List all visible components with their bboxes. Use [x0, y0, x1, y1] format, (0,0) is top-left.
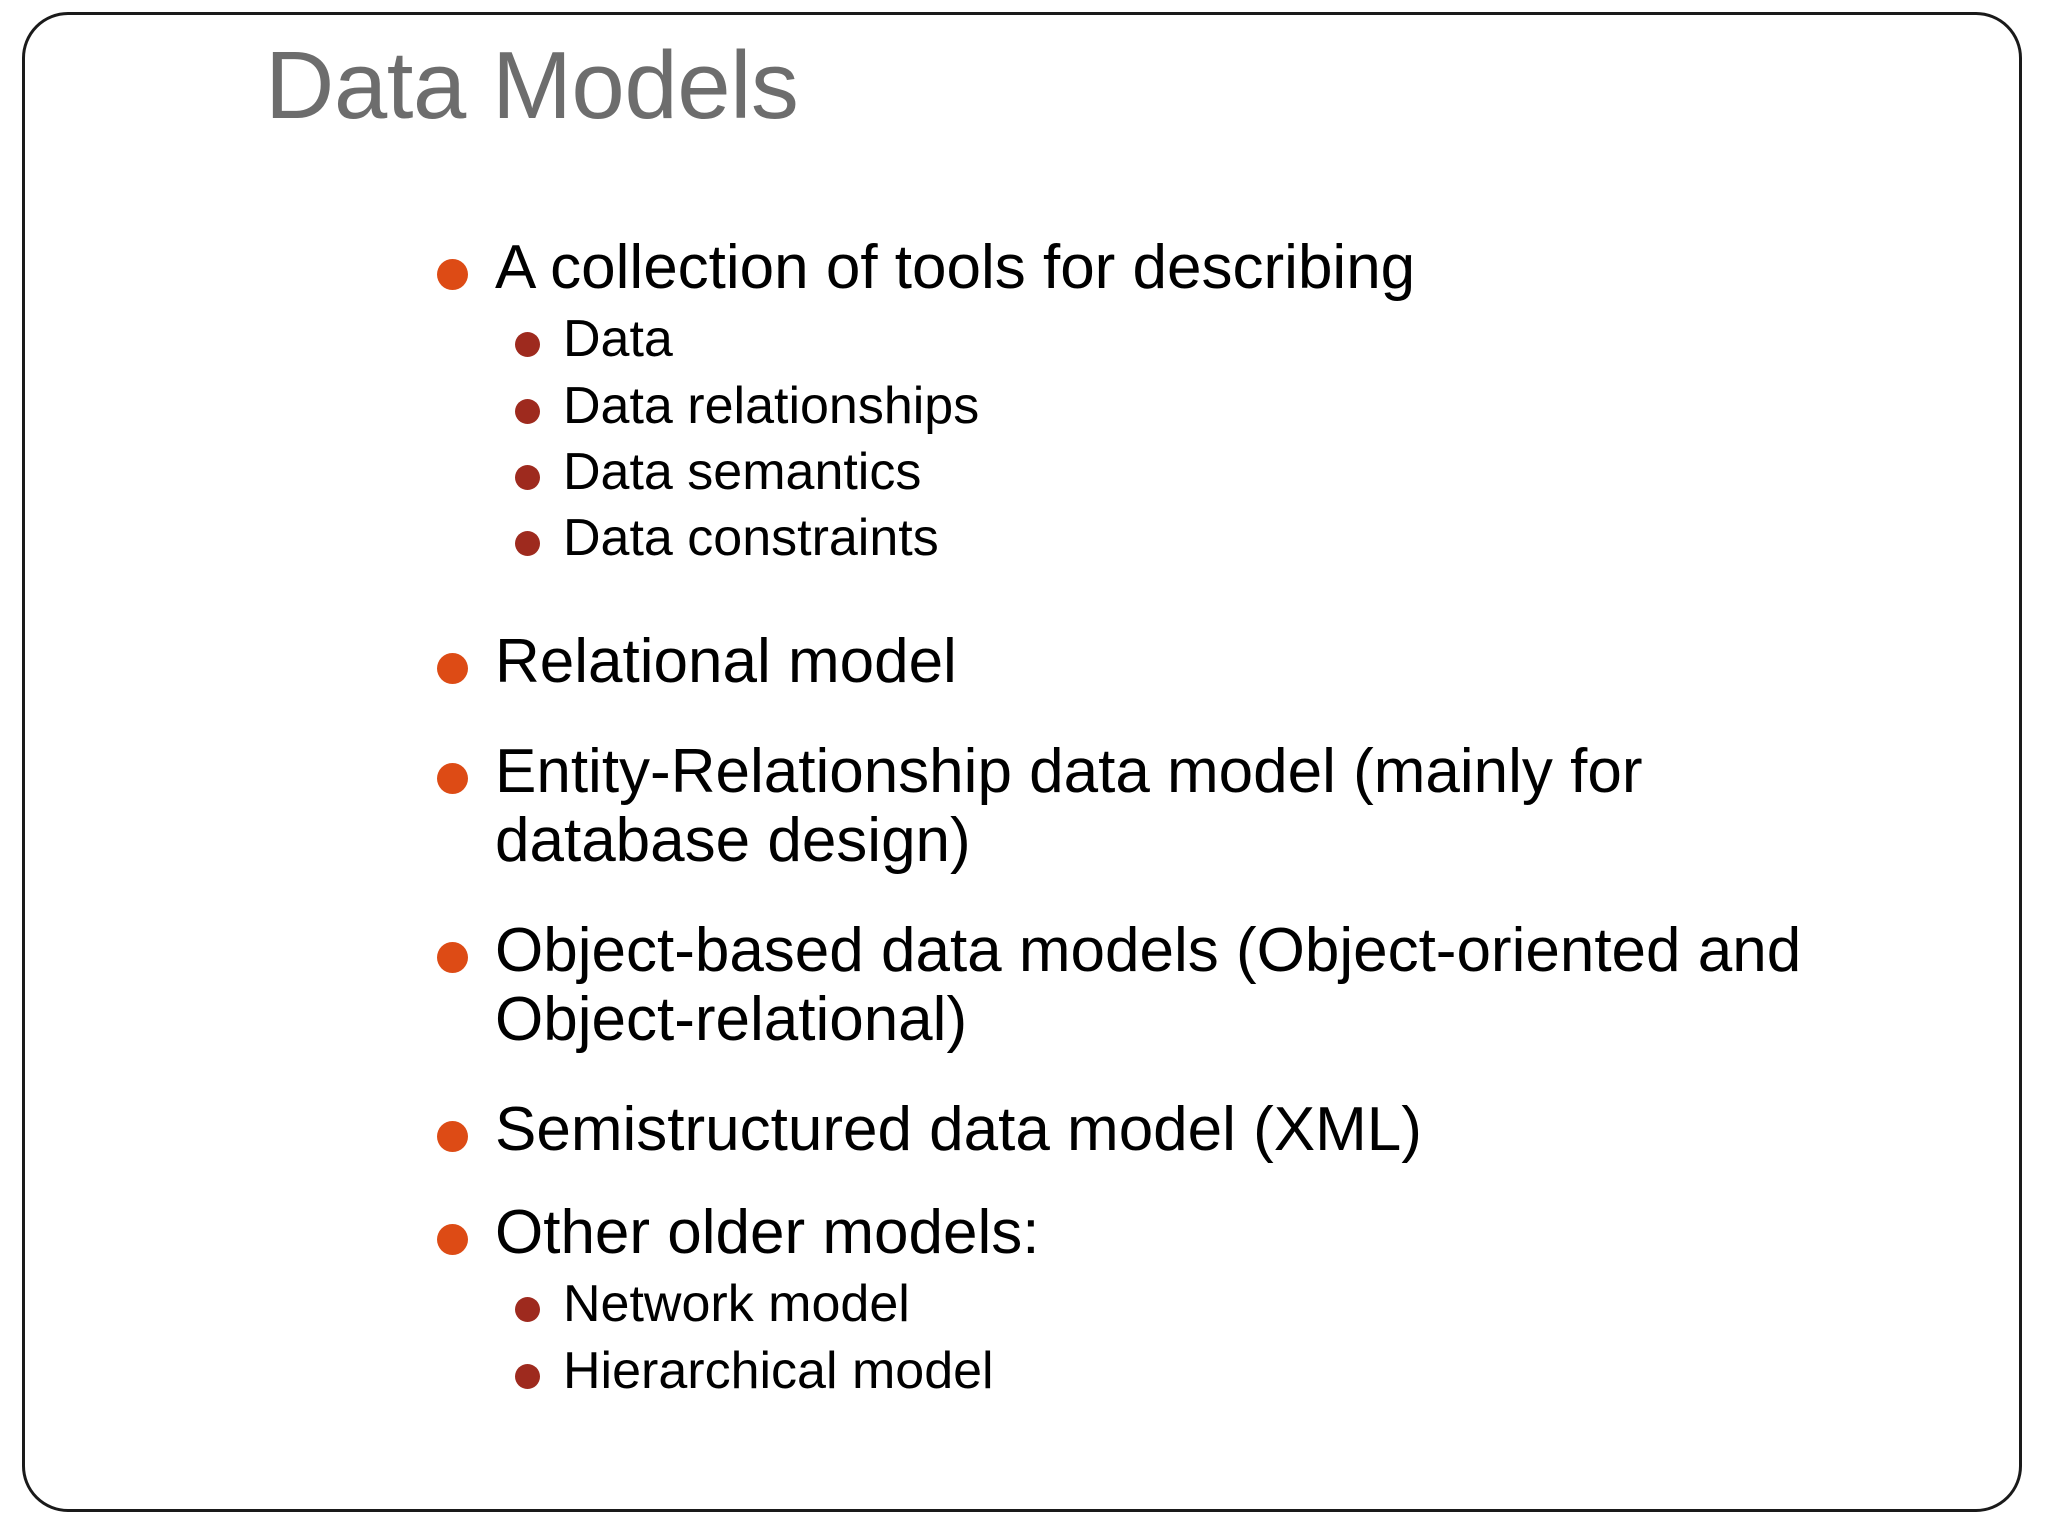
bullet-item-level1[interactable]: Object-based data models (Object-oriente…: [25, 916, 2019, 1055]
sub-bullet-label: Network model: [563, 1275, 910, 1334]
sub-bullet-dot-icon: [515, 1297, 540, 1323]
bullet-dot-icon: [437, 941, 468, 973]
bullet-dot-icon: [437, 1120, 468, 1152]
sub-bullet-label: Hierarchical model: [563, 1341, 994, 1400]
presentation-slide: Data Models A collection of tools for de…: [22, 12, 2022, 1512]
bullet-item-level1[interactable]: Other older models:: [25, 1198, 2019, 1267]
bullet-label: Other older models:: [495, 1198, 1040, 1267]
bullet-label: A collection of tools for describing: [495, 233, 1416, 302]
bullet-label: Entity-Relationship data model (mainly f…: [495, 736, 1643, 876]
bullet-item-level1[interactable]: A collection of tools for describing: [25, 233, 2019, 302]
sub-bullet-group: Data Data relationships Data semantics D…: [25, 310, 2019, 567]
sub-bullet-dot-icon: [515, 464, 540, 490]
sub-bullet-dot-icon: [515, 398, 540, 424]
sub-bullet-label: Data relationships: [563, 376, 980, 435]
bullet-dot-icon: [437, 762, 468, 794]
bullet-dot-icon: [437, 653, 468, 685]
slide-body: A collection of tools for describing Dat…: [25, 233, 2019, 1400]
sub-bullet-group: Network model Hierarchical model: [25, 1275, 2019, 1400]
bullet-dot-icon: [437, 1224, 468, 1255]
bullet-item-level1[interactable]: Semistructured data model (XML): [25, 1095, 2019, 1164]
sub-bullet-label: Data: [563, 310, 673, 369]
bullet-label: Object-based data models (Object-oriente…: [495, 915, 1802, 1055]
bullet-dot-icon: [437, 259, 468, 290]
bullet-item-level1[interactable]: Entity-Relationship data model (mainly f…: [25, 737, 2019, 876]
bullet-label: Relational model: [495, 627, 957, 697]
bullet-item-level2[interactable]: Data: [25, 310, 2019, 368]
page-title: Data Models: [265, 32, 799, 139]
bullet-item-level2[interactable]: Data relationships: [25, 377, 2019, 435]
bullet-item-level2[interactable]: Data constraints: [25, 509, 2019, 567]
bullet-item-level2[interactable]: Hierarchical model: [25, 1342, 2019, 1400]
bullet-item-level2[interactable]: Data semantics: [25, 443, 2019, 501]
sub-bullet-label: Data semantics: [563, 442, 922, 501]
sub-bullet-dot-icon: [515, 531, 540, 557]
sub-bullet-dot-icon: [515, 1363, 540, 1389]
bullet-item-level1[interactable]: Relational model: [25, 627, 2019, 696]
bullet-label: Semistructured data model (XML): [495, 1094, 1422, 1164]
sub-bullet-dot-icon: [515, 332, 540, 358]
bullet-item-level2[interactable]: Network model: [25, 1275, 2019, 1333]
sub-bullet-label: Data constraints: [563, 509, 939, 568]
